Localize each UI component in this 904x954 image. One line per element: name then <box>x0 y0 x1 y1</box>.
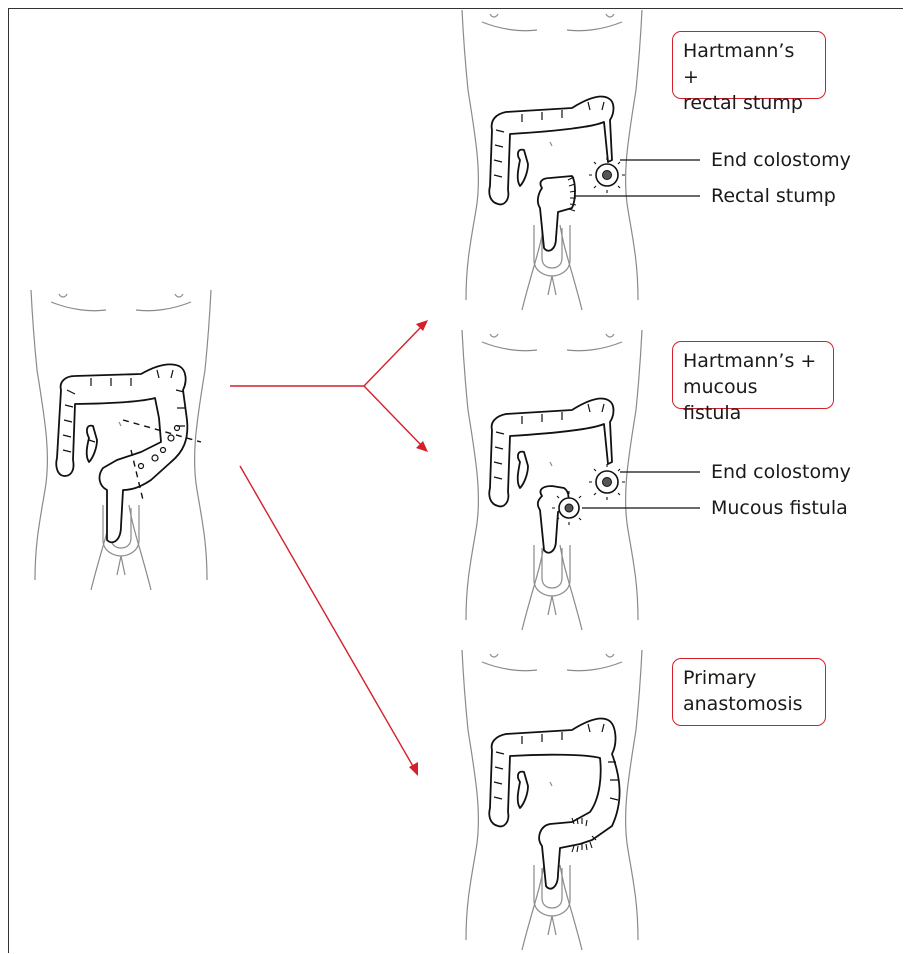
stump-colon <box>489 96 625 250</box>
callout-mucous-fistula: Mucous fistula <box>711 497 848 519</box>
flow-arrows <box>230 320 428 776</box>
hartmann-stump-figure <box>462 10 642 310</box>
arrow-up-branch <box>364 326 422 386</box>
anastomosis-colon <box>489 718 619 888</box>
label-hartmann-rectal-stump: Hartmann’s + rectal stump <box>672 31 826 99</box>
original-colon <box>56 364 201 542</box>
arrow-long <box>240 466 414 768</box>
callout-end-colostomy-1: End colostomy <box>711 149 851 171</box>
arrow-down-branch <box>364 386 422 446</box>
fistula-colon <box>489 398 625 552</box>
original-figure <box>31 290 211 590</box>
label-hartmann-mucous-fistula: Hartmann’s + mucous fistula <box>672 341 834 409</box>
hartmann-fistula-figure <box>462 330 642 630</box>
label-primary-anastomosis: Primary anastomosis <box>672 658 826 726</box>
callout-rectal-stump: Rectal stump <box>711 185 836 207</box>
callout-end-colostomy-2: End colostomy <box>711 461 851 483</box>
arrowhead-long <box>409 762 418 776</box>
anastomosis-figure <box>462 650 642 950</box>
